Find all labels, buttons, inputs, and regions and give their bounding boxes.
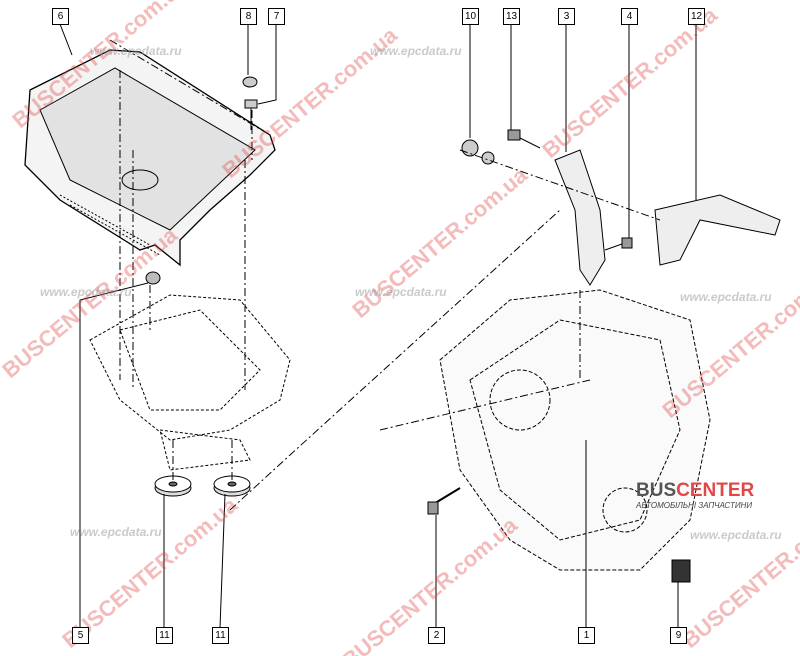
nut — [242, 76, 258, 88]
bracket — [654, 194, 781, 266]
bolt — [427, 487, 461, 515]
sensor — [671, 559, 691, 583]
callout-11[interactable]: 11 — [212, 627, 229, 644]
mounting-pad — [154, 475, 192, 497]
callout-10[interactable]: 10 — [462, 8, 479, 25]
logo-subtitle: АВТОМОБІЛЬНІ ЗАПЧАСТИНИ — [636, 501, 753, 510]
callout-1[interactable]: 1 — [578, 627, 595, 644]
callout-5[interactable]: 5 — [72, 627, 89, 644]
callout-2[interactable]: 2 — [428, 627, 445, 644]
logo-brand-b: CENTER — [676, 480, 755, 501]
mounting-pad — [213, 475, 251, 497]
callout-4[interactable]: 4 — [621, 8, 638, 25]
callout-8[interactable]: 8 — [240, 8, 257, 25]
callout-12[interactable]: 12 — [688, 8, 705, 25]
assembly-lines — [109, 39, 661, 511]
buscenter-logo: BUSCENTER АВТОМОБІЛЬНІ ЗАПЧАСТИНИ — [636, 480, 754, 510]
bolt — [604, 237, 633, 251]
bracket — [554, 149, 606, 286]
callout-6[interactable]: 6 — [52, 8, 69, 25]
logo-brand-a: BUS — [636, 480, 677, 501]
callout-9[interactable]: 9 — [670, 627, 687, 644]
engine-block — [439, 289, 711, 571]
callout-13[interactable]: 13 — [503, 8, 520, 25]
callout-7[interactable]: 7 — [268, 8, 285, 25]
bolt — [507, 129, 541, 149]
intake-manifold — [89, 294, 291, 471]
callout-3[interactable]: 3 — [558, 8, 575, 25]
engine-cover — [24, 49, 276, 267]
callout-11[interactable]: 11 — [156, 627, 173, 644]
bolt — [244, 99, 258, 130]
leader-lines — [59, 23, 697, 629]
grommet — [145, 271, 161, 285]
